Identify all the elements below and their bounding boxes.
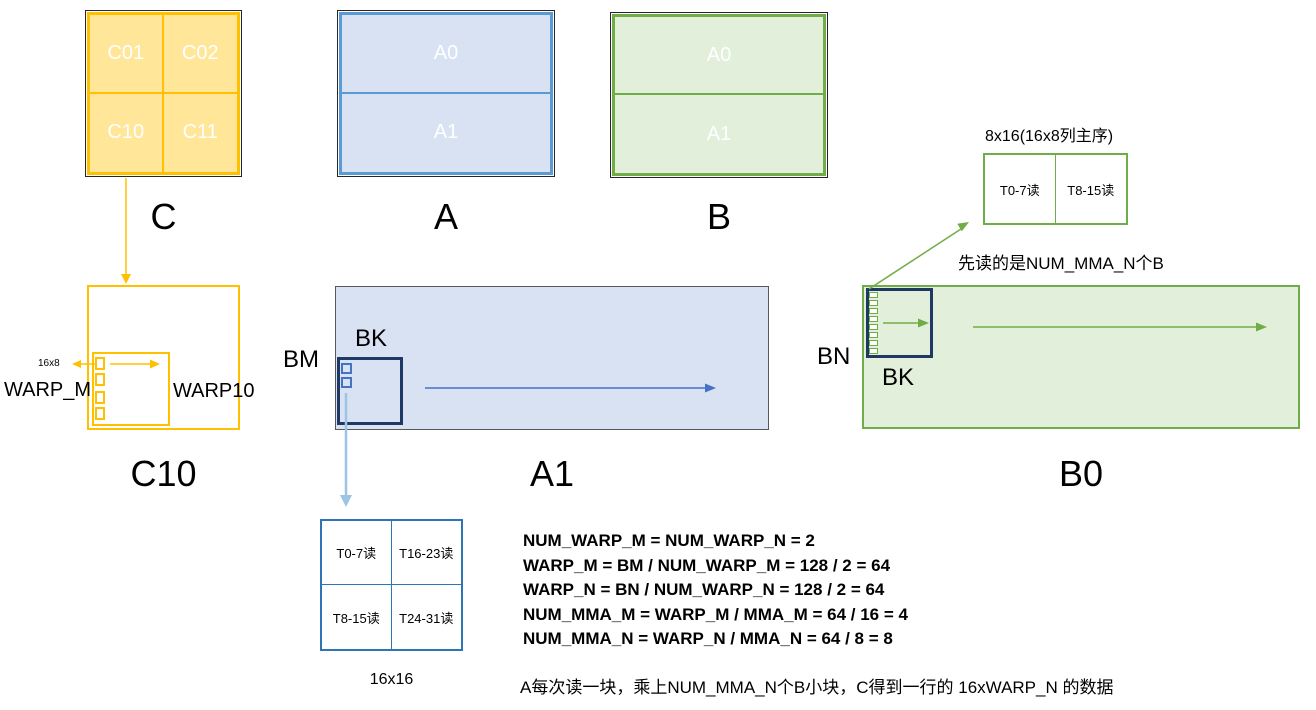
a1-fragment-square [341, 363, 352, 374]
b0-fragment-square [869, 300, 878, 306]
c10-fragment-square [95, 373, 105, 386]
formula-line: NUM_WARP_M = NUM_WARP_N = 2 [523, 531, 815, 550]
b0-label: B0 [1058, 453, 1104, 494]
c-matrix: C01 C02 C10 C11 [85, 10, 242, 177]
c-matrix-cell: C01 [90, 15, 164, 94]
warp10-label: WARP10 [173, 380, 255, 402]
a-matrix-cell: A1 [433, 121, 459, 144]
bn-label: BN [817, 343, 851, 370]
b-matrix-grid: A0 A1 [612, 14, 826, 176]
c10-label: C10 [130, 453, 197, 494]
a1-fragment-square [341, 377, 352, 388]
c10-fragment-square [95, 357, 105, 370]
c-matrix-cell: C02 [163, 15, 237, 94]
a-matrix-label: A [433, 196, 458, 237]
a-tile: T0-7读 T16-23读 T8-15读 T24-31读 [320, 519, 463, 651]
b0-fragment-square [869, 340, 878, 346]
c-matrix-cell: C11 [182, 121, 218, 144]
b0-fragment-square [869, 324, 878, 330]
b-tile-cell-left: T0-7读 [985, 155, 1056, 223]
b-matrix: A0 A1 [610, 12, 828, 178]
b-matrix-label: B [706, 196, 731, 237]
a1-bk-label: BK [355, 325, 388, 352]
c-matrix-grid: C01 C02 C10 C11 [87, 12, 240, 175]
b0-fragment-square [869, 308, 878, 314]
c10-size-label: 16x8 [38, 358, 60, 369]
a1-box [335, 286, 769, 430]
a-matrix-grid: A0 A1 [339, 12, 553, 175]
formula-line: WARP_N = BN / NUM_WARP_N = 128 / 2 = 64 [523, 580, 885, 599]
a1-label: A1 [529, 453, 575, 494]
b0-fragment-square [869, 316, 878, 322]
b0-fragment-square [869, 332, 878, 338]
b-read-note: 先读的是NUM_MMA_N个B [958, 254, 1164, 273]
b-tile-cell-right: T8-15读 [1067, 182, 1115, 198]
a-tile-cell: T24-31读 [399, 610, 454, 626]
a1-bk-tile-box [337, 357, 403, 425]
b-matrix-cell: A1 [706, 122, 732, 145]
b0-fragment-square [869, 348, 878, 354]
c10-fragment-square [95, 407, 105, 420]
formula-line: NUM_MMA_N = WARP_N / MMA_N = 64 / 8 = 8 [523, 629, 893, 648]
a-matrix-cell: A0 [342, 15, 550, 94]
c10-fragment-square [95, 391, 105, 404]
formula-line: NUM_MMA_M = WARP_M / MMA_M = 64 / 16 = 4 [523, 604, 908, 624]
c-matrix-label: C [150, 196, 177, 237]
a-matrix: A0 A1 [337, 10, 555, 177]
warp-m-label: WARP_M [4, 379, 92, 401]
arrow-b0-to-8x16-icon [868, 222, 969, 290]
b-matrix-cell: A0 [615, 17, 823, 95]
formula-line: WARP_M = BM / NUM_WARP_M = 128 / 2 = 64 [523, 555, 891, 575]
c-matrix-cell: C10 [90, 93, 164, 172]
b-tile-title: 8x16(16x8列主序) [985, 128, 1114, 145]
a-tile-caption: 16x16 [369, 671, 414, 688]
bm-label: BM [283, 346, 319, 373]
b0-box [862, 285, 1300, 429]
a-tile-cell: T8-15读 [322, 585, 392, 649]
b0-bk-label: BK [882, 364, 915, 391]
a-tile-cell: T0-7读 [322, 521, 392, 585]
b-tile: T0-7读 T8-15读 [983, 153, 1128, 225]
a-tile-cell: T16-23读 [391, 521, 461, 585]
footnote-text: A每次读一块，乘上NUM_MMA_N个B小块，C得到一行的 16xWARP_N … [520, 678, 1114, 697]
formula-block: NUM_WARP_M = NUM_WARP_N = 2 WARP_M = BM … [523, 529, 908, 652]
b0-fragment-square [869, 292, 878, 298]
